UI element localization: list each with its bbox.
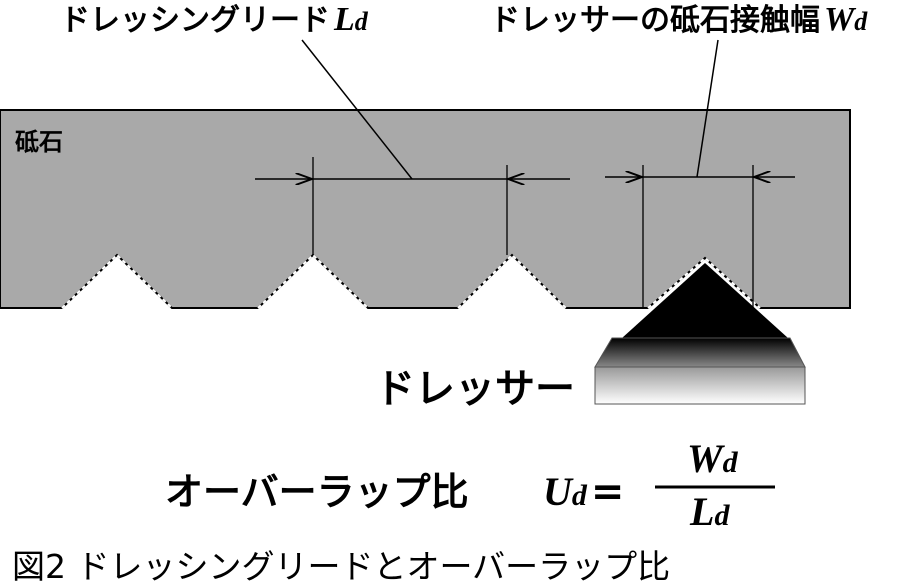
grinding-wheel [0,109,851,309]
dresser [594,263,806,405]
formula-lhs: Ud= [543,469,624,515]
formula-denominator: Ld [689,489,730,534]
figure-caption: 図2 ドレッシングリードとオーバーラップ比 [12,547,670,585]
formula-numerator: Wd [687,436,739,481]
wheel-label: 砥石 [15,128,63,156]
dressing-lead-dimension [255,39,570,179]
formula-name: オーバーラップ比 [165,470,469,514]
overlap-ratio-formula: オーバーラップ比 Ud= Wd Ld [165,436,775,534]
dresser-label: ドレッサー [375,366,575,412]
contact-width-dimension [605,39,795,177]
